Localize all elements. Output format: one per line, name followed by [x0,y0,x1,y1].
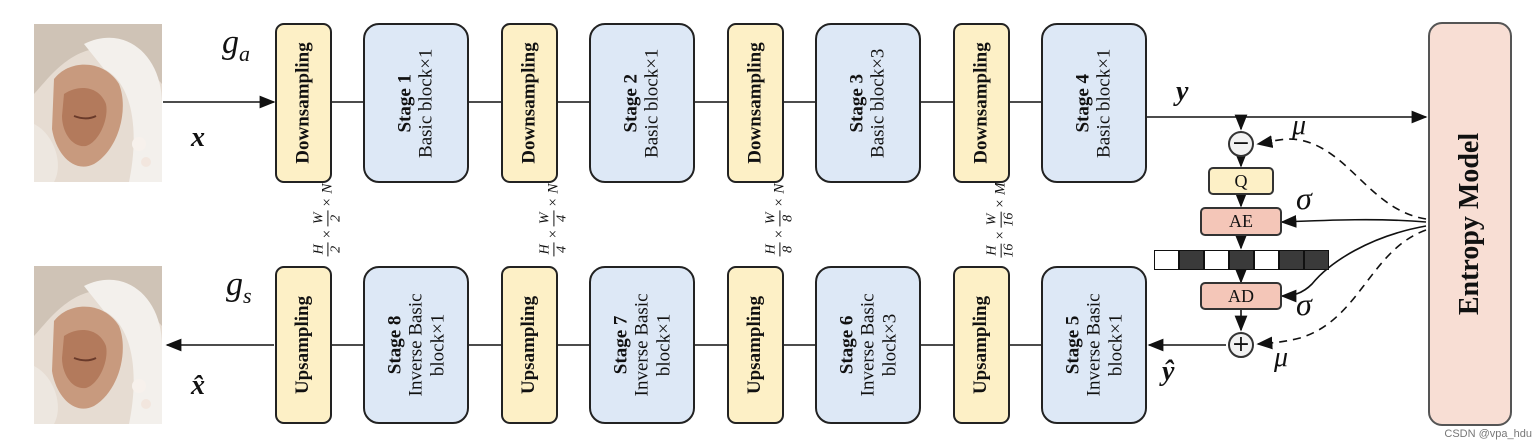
sigma-label-bottom: σ [1296,286,1312,322]
output-image [34,266,162,424]
bitstream-cell [1254,250,1279,270]
bitstream-cell [1279,250,1304,270]
arithmetic-decoder-block: AD [1200,282,1282,310]
output-xhat-label: x̂ [191,370,205,401]
upsampling-block-2: Upsampling [501,266,558,424]
latent-y-label: y [1176,76,1189,107]
mu-label-top: μ [1292,110,1307,141]
downsampling-block-3: Downsampling [727,23,784,183]
add-node: + [1228,332,1254,358]
entropy-model-block: Entropy Model [1428,22,1512,426]
quantizer-block: Q [1208,167,1274,195]
upsampling-block-4: Upsampling [953,266,1010,424]
sigma-label-top: σ [1296,180,1312,216]
bitstream-cell [1154,250,1179,270]
downsampling-block-4: Downsampling [953,23,1010,183]
arithmetic-encoder-block: AE [1200,207,1282,236]
bitstream-cell [1229,250,1254,270]
upsampling-block-1: Upsampling [275,266,332,424]
decoder-label: gs [226,266,252,308]
bitstream-cell [1179,250,1204,270]
downsampling-block-2: Downsampling [501,23,558,183]
downsampling-block-1: Downsampling [275,23,332,183]
bitstream-cell [1304,250,1329,270]
upsampling-block-3: Upsampling [727,266,784,424]
latent-yhat-label: ŷ [1162,356,1175,387]
watermark: CSDN @vpa_hdu [1444,428,1532,440]
subtract-node: − [1228,131,1254,157]
input-image [34,24,162,182]
encoder-label: ga [222,24,250,66]
mu-label-bottom: μ [1274,342,1289,373]
input-x-label: x [191,122,205,153]
bitstream-cell [1204,250,1229,270]
